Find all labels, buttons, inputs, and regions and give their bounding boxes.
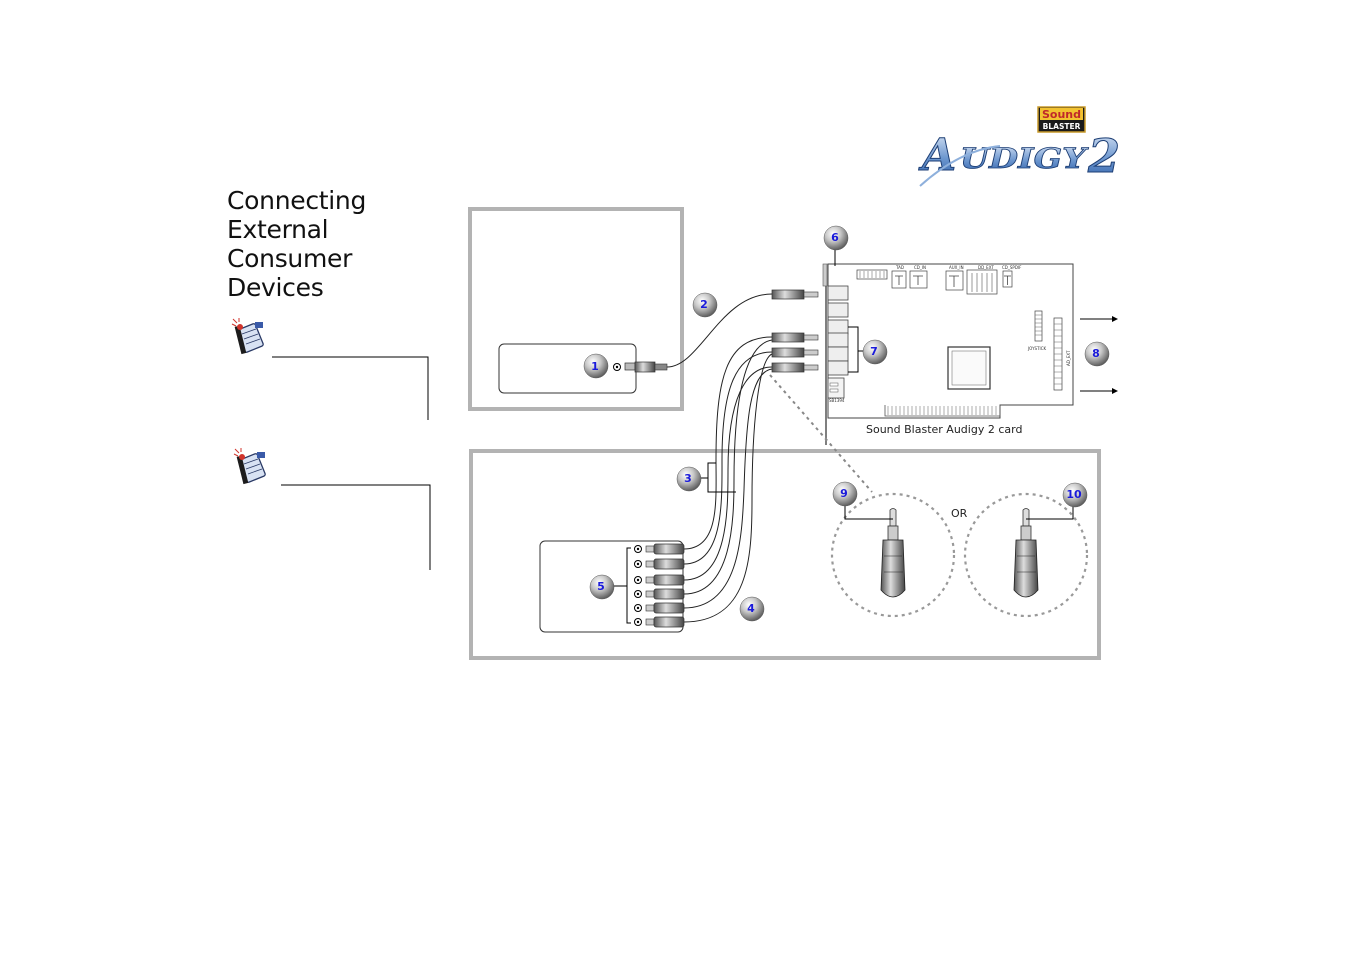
callout-1: 1 — [583, 353, 609, 379]
page-title-line-1: Connecting — [227, 186, 367, 215]
header-joystick — [1034, 310, 1043, 342]
svg-text:4: 4 — [747, 602, 755, 615]
logo-audigy-text: UDIGY — [960, 142, 1090, 175]
rca-cable-a — [683, 336, 773, 550]
callout-10: 10 — [1062, 482, 1088, 508]
device-plug-body — [634, 361, 656, 373]
card-jack-6 — [827, 360, 849, 376]
svg-text:1: 1 — [591, 360, 599, 373]
callout-3: 3 — [676, 466, 702, 492]
callout-7-bracket — [848, 326, 859, 373]
card-jack-1 — [827, 285, 849, 301]
stereo-plug-a — [880, 508, 906, 598]
callout-2: 2 — [692, 292, 718, 318]
svg-text:2: 2 — [700, 298, 708, 311]
callout-9: 9 — [832, 481, 858, 507]
svg-text:10: 10 — [1066, 488, 1082, 501]
note-1-leader-line — [272, 356, 429, 420]
header-cd-in — [909, 270, 928, 289]
svg-text:6: 6 — [831, 231, 839, 244]
svg-text:8: 8 — [1092, 347, 1100, 360]
card-plug-1 — [771, 289, 805, 300]
note-2-leader-line — [281, 484, 431, 570]
page-title-line-2: External — [227, 215, 329, 244]
svg-text:5: 5 — [597, 580, 605, 593]
dotted-leader-line — [769, 374, 873, 493]
page-title-line-4: Devices — [227, 273, 324, 302]
page-title: Connecting External Consumer Devices — [227, 186, 366, 302]
device-plug-tip — [624, 362, 636, 371]
expansion-arrows — [1080, 316, 1118, 394]
card-firewire-port — [827, 377, 845, 399]
board-label-cd-spdif: CD_SPDIF — [1002, 265, 1022, 270]
callout-9-leader — [844, 505, 893, 520]
callout-6: 6 — [823, 225, 849, 251]
card-plug-2 — [771, 332, 805, 343]
note-icon-1 — [231, 318, 429, 420]
board-label-joystick: JOYSTICK — [1027, 346, 1047, 351]
lower-device-frame — [469, 449, 1101, 660]
card-jack-2 — [827, 302, 849, 318]
card-plug-4 — [771, 362, 805, 373]
board-label-cd-in: CD_IN — [914, 265, 926, 270]
logo-swoosh — [919, 145, 1001, 187]
board-label-sb1394: SB1394 — [829, 398, 845, 403]
card-jack-4 — [827, 332, 849, 348]
logo-audigy-suffix: 2 — [1087, 129, 1120, 183]
card-plugs — [771, 289, 819, 373]
rca-cable-c — [683, 366, 773, 581]
stereo-plug-b — [1013, 508, 1039, 598]
upper-device-frame — [468, 207, 684, 411]
callout-8: 8 — [1084, 341, 1110, 367]
rca-jack-bracket — [612, 547, 631, 624]
board-label-ad-ext: AD_EXT — [1066, 350, 1071, 366]
board-label-aux-in: AUX_IN — [949, 265, 964, 270]
header-aux-in — [945, 270, 964, 291]
card-jack-5 — [827, 346, 849, 362]
svg-text:9: 9 — [840, 487, 848, 500]
rca-cable-f — [683, 353, 773, 623]
cables — [666, 293, 773, 623]
rca-cable-d — [683, 339, 773, 595]
logo-audigy-a: A — [918, 130, 956, 181]
sound-blaster-card: SB1394 TAD CD_IN AUX_IN DD_EXT — [822, 263, 1074, 445]
card-jack-3 — [827, 319, 849, 335]
rca-plugs — [634, 543, 685, 628]
logo-sound-text: Sound — [1042, 108, 1081, 121]
svg-text:3: 3 — [684, 472, 692, 485]
or-label: OR — [951, 507, 968, 520]
audigy2-logo: Sound BLASTER A UDIGY 2 — [918, 106, 1121, 187]
stereo-plug-circle-a — [830, 492, 956, 618]
page-title-line-3: Consumer — [227, 244, 353, 273]
note-icon-2 — [233, 448, 431, 570]
cable-2 — [666, 293, 773, 368]
rca-cable-e — [683, 368, 773, 609]
card-plug-3 — [771, 347, 805, 358]
callout-5: 5 — [589, 574, 615, 600]
callout-10-leader — [1026, 507, 1074, 520]
callout-4: 4 — [739, 596, 765, 622]
stereo-plug-circle-b — [963, 492, 1089, 618]
logo-blaster-text: BLASTER — [1043, 122, 1081, 131]
svg-text:DD_EXT: DD_EXT — [978, 265, 994, 270]
card-caption: Sound Blaster Audigy 2 card — [866, 423, 1022, 436]
board-label-tad: TAD — [895, 265, 904, 270]
sound-badge-top — [1040, 108, 1083, 120]
svg-text:7: 7 — [870, 345, 878, 358]
rca-cable-b — [683, 351, 773, 565]
callout-7: 7 — [862, 339, 888, 365]
